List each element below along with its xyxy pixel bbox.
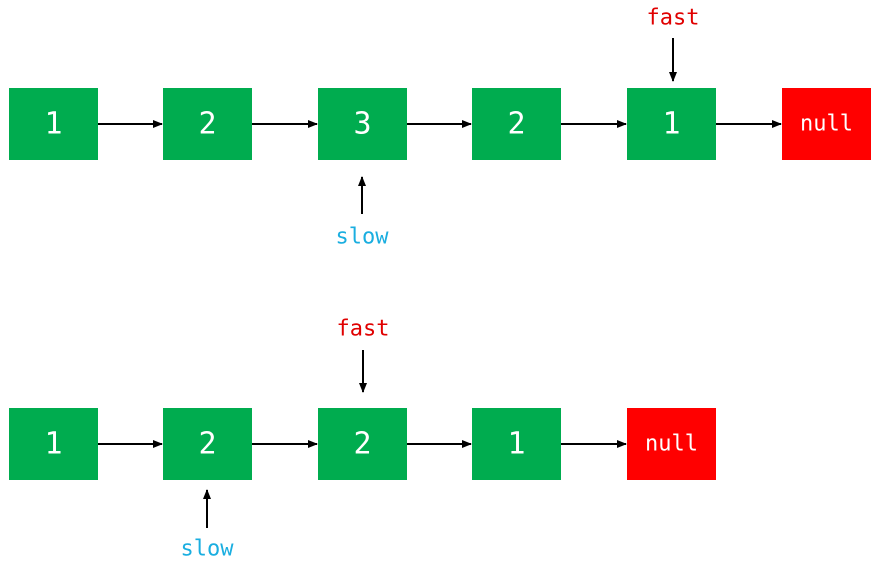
node-value: 1 — [507, 427, 525, 462]
node-value: 2 — [198, 107, 216, 142]
list-node: 1 — [9, 408, 98, 480]
list-node: 3 — [318, 88, 407, 160]
fast-pointer-label: fast — [337, 317, 390, 342]
node-value: 1 — [44, 427, 62, 462]
node-value: 1 — [44, 107, 62, 142]
list-node: 1 — [627, 88, 716, 160]
null-node: null — [627, 408, 716, 480]
node-value: 2 — [198, 427, 216, 462]
slow-pointer-label: slow — [181, 537, 235, 562]
diagram-1: 1 2 3 2 1 null fast — [9, 6, 871, 250]
list-node: 2 — [318, 408, 407, 480]
null-label: null — [645, 432, 698, 457]
null-label: null — [800, 112, 853, 137]
node-value: 2 — [353, 427, 371, 462]
node-value: 3 — [353, 107, 371, 142]
list-node: 2 — [163, 88, 252, 160]
null-node: null — [782, 88, 871, 160]
fast-pointer-label: fast — [647, 6, 700, 31]
node-value: 2 — [507, 107, 525, 142]
list-node: 2 — [472, 88, 561, 160]
list-node: 2 — [163, 408, 252, 480]
diagram-2: 1 2 2 1 null fast slow — [9, 317, 716, 562]
list-node: 1 — [9, 88, 98, 160]
slow-pointer-label: slow — [336, 225, 390, 250]
node-value: 1 — [662, 107, 680, 142]
list-node: 1 — [472, 408, 561, 480]
